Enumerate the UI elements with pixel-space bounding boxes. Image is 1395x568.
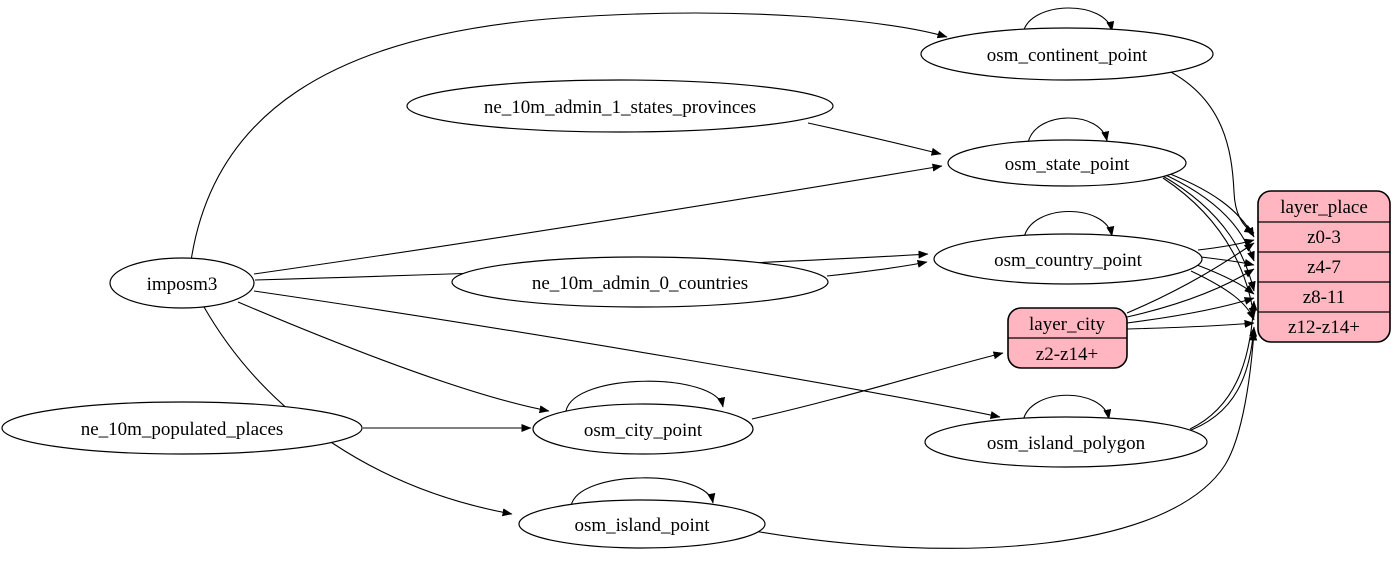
- edge-osm_island_polygon-layer_place-z12-z14: [1182, 326, 1258, 434]
- node-ne_10m_populated_places-label: ne_10m_populated_places: [81, 419, 284, 440]
- record-layer_place-row-z8-11: z8-11: [1303, 287, 1346, 308]
- edge-osm_city_point-layer_city-z2-z14: [751, 351, 1004, 420]
- edge-layer_city-layer_place-z0-3: [1126, 242, 1255, 314]
- node-osm_country_point-label: osm_country_point: [994, 250, 1142, 271]
- node-osm_city_point-label: osm_city_point: [584, 420, 703, 441]
- record-layer_place-title: layer_place: [1280, 197, 1368, 218]
- node-osm_island_point-shape: [518, 499, 766, 549]
- node-imposm3-shape: [109, 257, 255, 309]
- edge-ne_10m_admin_0_countries-osm_country_point: [826, 259, 928, 277]
- edge-imposm3-osm_island_polygon: [253, 290, 1001, 419]
- node-osm_country_point: osm_country_point: [933, 233, 1203, 285]
- node-osm_state_point: osm_state_point: [947, 139, 1187, 187]
- node-ne_10m_populated_places: ne_10m_populated_places: [1, 401, 363, 455]
- edge-layer_city-layer_place-z12-z14: [1126, 319, 1255, 330]
- selfloop-osm_island_polygon: [1022, 394, 1112, 422]
- node-osm_city_point-shape: [532, 403, 754, 455]
- edge-osm_island_point-layer_place-z12-z14: [753, 330, 1258, 549]
- edge-ne_10m_admin_1_states_provinces-osm_state_point: [807, 122, 942, 156]
- edge-osm_state_point-layer_place-z8-11: [1160, 174, 1256, 292]
- record-layer_place-row-z12-z14: z12-z14+: [1288, 317, 1360, 338]
- node-ne_10m_admin_0_countries: ne_10m_admin_0_countries: [451, 256, 829, 308]
- record-layer_place-box: [1257, 190, 1391, 343]
- node-imposm3-label: imposm3: [147, 274, 218, 295]
- node-ne_10m_admin_1_states_provinces: ne_10m_admin_1_states_provinces: [406, 79, 834, 133]
- node-osm_continent_point: osm_continent_point: [920, 27, 1214, 81]
- selfloop-osm_city_point: [565, 380, 726, 412]
- node-osm_state_point-shape: [947, 139, 1187, 187]
- node-osm_continent_point-label: osm_continent_point: [987, 45, 1148, 66]
- node-osm_continent_point-shape: [920, 27, 1214, 81]
- node-ne_10m_populated_places-shape: [1, 401, 363, 455]
- edge-osm_state_point-layer_place-z0-3: [1156, 168, 1255, 238]
- edge-osm_island_polygon-layer_place-z8-11: [1189, 300, 1258, 430]
- node-osm_city_point: osm_city_point: [532, 403, 754, 455]
- record-layer_place-row-z4-7: z4-7: [1307, 257, 1341, 278]
- node-osm_country_point-shape: [933, 233, 1203, 285]
- edge-osm_country_point-layer_place-z4-7: [1200, 256, 1255, 267]
- node-osm_island_polygon-label: osm_island_polygon: [987, 433, 1146, 454]
- node-osm_state_point-label: osm_state_point: [1005, 154, 1130, 175]
- edge-osm_country_point-layer_place-z8-11: [1196, 264, 1255, 295]
- edge-imposm3-osm_continent_point: [190, 12, 948, 262]
- node-osm_island_polygon-shape: [924, 416, 1208, 468]
- edge-layer_city-layer_place-z8-11: [1126, 297, 1255, 324]
- node-ne_10m_admin_0_countries-shape: [451, 256, 829, 308]
- record-layer_place-row-z0-3: z0-3: [1307, 227, 1341, 248]
- edges-group: [190, 7, 1258, 549]
- node-osm_island_point-label: osm_island_point: [574, 515, 710, 536]
- record-layer_place: layer_place z0-3 z4-7 z8-11 z12-z14+: [1257, 190, 1391, 343]
- node-ne_10m_admin_1_states_provinces-label: ne_10m_admin_1_states_provinces: [484, 97, 756, 118]
- record-layer_city-title: layer_city: [1029, 314, 1105, 335]
- edge-osm_country_point-layer_place-z0-3: [1197, 238, 1255, 251]
- selfloop-osm_state_point: [1027, 117, 1110, 144]
- edge-osm_continent_point-layer_place-z0-3: [1162, 67, 1255, 234]
- node-osm_island_polygon: osm_island_polygon: [924, 416, 1208, 468]
- edge-imposm3-osm_city_point: [237, 301, 550, 414]
- nodes-group: imposm3 ne_10m_admin_1_states_provinces …: [1, 27, 1214, 549]
- node-osm_island_point: osm_island_point: [518, 499, 766, 549]
- selfloop-osm_country_point: [1023, 211, 1115, 239]
- record-layer_city-row-z2-z14: z2-z14+: [1036, 344, 1098, 365]
- edge-imposm3-osm_state_point: [253, 163, 943, 275]
- selfloop-osm_continent_point: [1022, 7, 1115, 34]
- edge-layer_city-layer_place-z4-7: [1126, 268, 1255, 318]
- selfloop-osm_island_point: [570, 477, 716, 507]
- node-ne_10m_admin_1_states_provinces-shape: [406, 79, 834, 133]
- record-layer_city: layer_city z2-z14+: [1007, 307, 1128, 369]
- node-ne_10m_admin_0_countries-label: ne_10m_admin_0_countries: [532, 273, 748, 294]
- edge-imposm3-osm_island_point: [203, 306, 513, 517]
- node-imposm3: imposm3: [109, 257, 255, 309]
